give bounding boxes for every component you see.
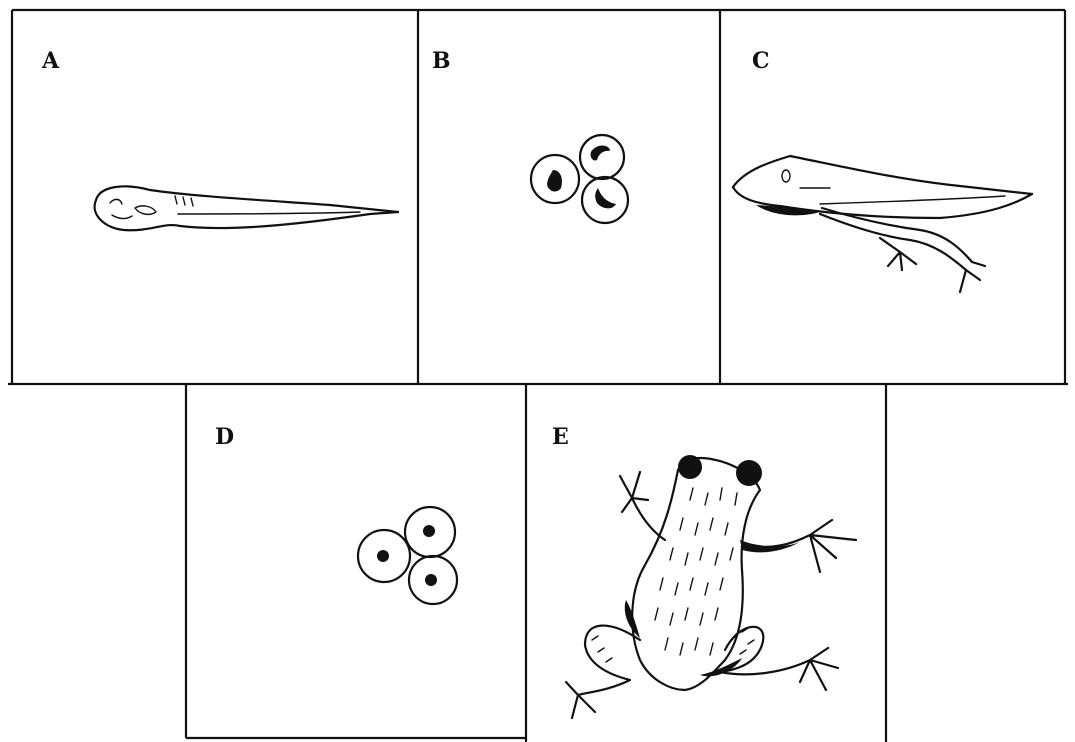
panel-d: D <box>215 424 457 604</box>
panel-e: E <box>552 424 856 718</box>
panel-c: C <box>733 48 1032 292</box>
tadpole-drawing <box>95 186 398 230</box>
panel-c-label: C <box>752 48 770 74</box>
panel-d-label: D <box>215 424 234 450</box>
egg-cluster <box>358 507 457 604</box>
tadpole-with-legs-drawing <box>733 156 1032 292</box>
egg-1 <box>580 135 624 179</box>
adult-frog-drawing <box>566 455 856 718</box>
panel-a-label: A <box>41 48 60 74</box>
panel-a: A <box>41 48 398 230</box>
panel-b: B <box>432 48 628 223</box>
panel-frames <box>8 10 1068 742</box>
panel-b-label: B <box>432 48 451 74</box>
egg-cluster-embryos <box>531 135 628 223</box>
panel-e-label: E <box>552 424 569 450</box>
